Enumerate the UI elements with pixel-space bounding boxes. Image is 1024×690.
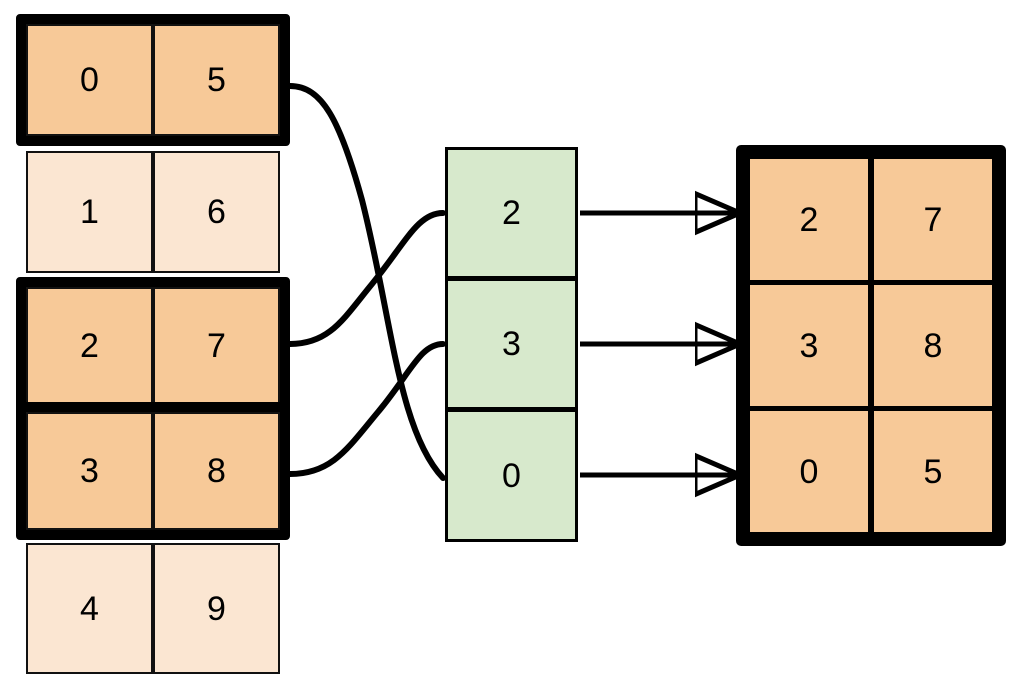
index-cell: 3 xyxy=(445,278,578,410)
connector-curve-row3 xyxy=(287,341,446,477)
table-cell: 7 xyxy=(153,287,280,405)
result-cell: 3 xyxy=(747,282,871,409)
table-cell: 1 xyxy=(26,151,153,273)
table-cell: 3 xyxy=(26,412,153,530)
table-cell: 9 xyxy=(153,543,280,674)
table-cell: 0 xyxy=(26,24,153,136)
connector-curve-row2 xyxy=(287,210,446,347)
result-cell: 2 xyxy=(747,156,871,283)
row-separator xyxy=(24,402,282,412)
source-table: 0 5 1 6 2 7 3 8 4 9 xyxy=(16,14,290,674)
table-cell: 8 xyxy=(153,412,280,530)
index-cell: 0 xyxy=(445,409,578,542)
result-cell: 0 xyxy=(747,408,871,535)
result-table: 2 7 3 8 0 5 xyxy=(736,145,1006,546)
table-cell: 5 xyxy=(153,24,280,136)
result-cell: 8 xyxy=(871,282,995,409)
index-column: 2 3 0 xyxy=(445,147,578,542)
table-cell: 6 xyxy=(153,151,280,273)
table-cell: 2 xyxy=(26,287,153,405)
result-cell: 5 xyxy=(871,408,995,535)
table-cell: 4 xyxy=(26,543,153,674)
connector-curve-row0 xyxy=(287,83,446,481)
result-cell: 7 xyxy=(871,156,995,283)
index-cell: 2 xyxy=(445,147,578,279)
